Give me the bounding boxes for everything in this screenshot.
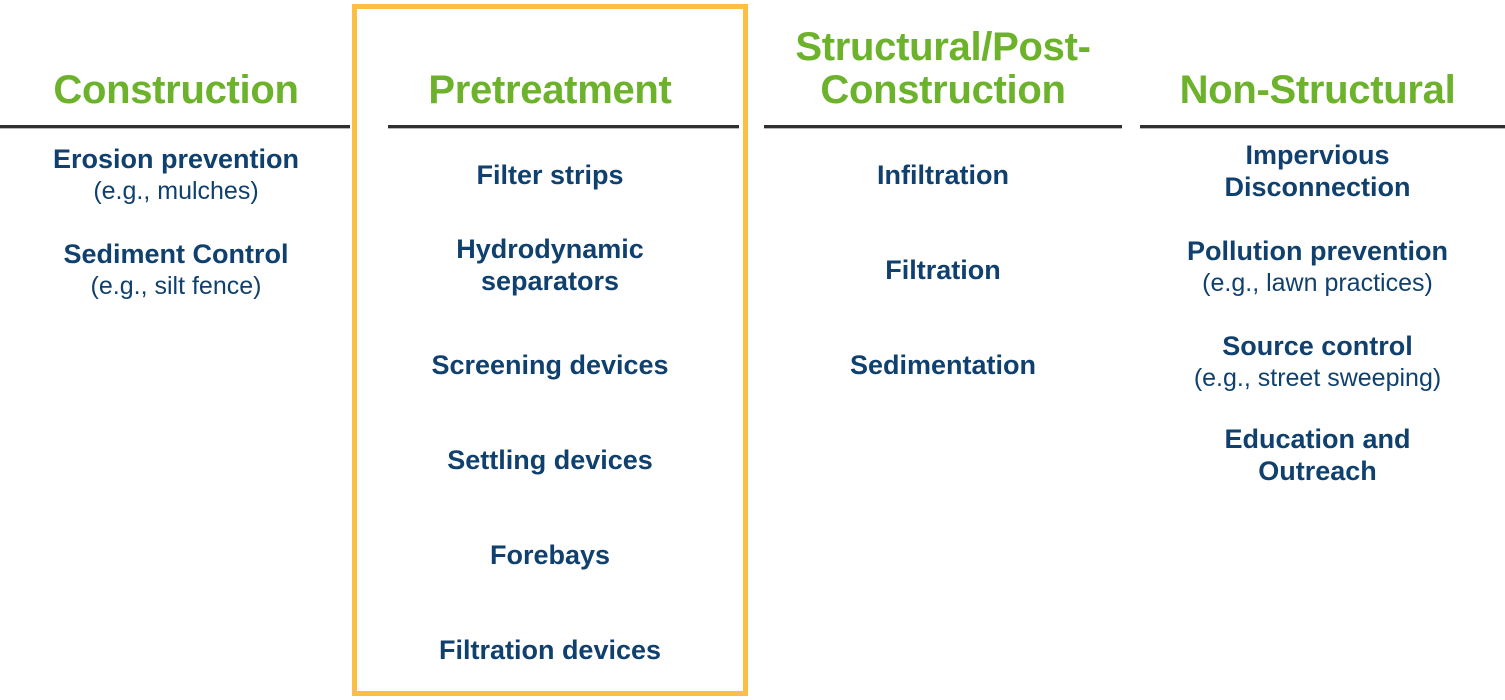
- item-title: Infiltration: [877, 160, 1009, 190]
- item-title: Erosion prevention: [52, 144, 300, 174]
- list-item: Erosion prevention (e.g., mulches): [0, 144, 352, 206]
- item-subtitle: (e.g., mulches): [93, 176, 259, 205]
- item-subtitle: (e.g., street sweeping): [1193, 363, 1442, 392]
- list-item: Impervious Disconnection: [1130, 140, 1505, 204]
- item-title: Sediment Control: [63, 239, 289, 269]
- column-structural-post-construction: Structural/Post- Construction Infiltrati…: [756, 0, 1130, 700]
- list-item: Hydrodynamic separators: [352, 234, 748, 298]
- column-header-wrap: Non-Structural: [1130, 67, 1505, 112]
- list-item: Sediment Control (e.g., silt fence): [0, 239, 352, 301]
- list-item: Infiltration: [756, 160, 1130, 192]
- list-item: Source control (e.g., street sweeping): [1130, 331, 1505, 393]
- item-title: Source control: [1222, 331, 1413, 361]
- item-title: Hydrodynamic separators: [456, 234, 644, 296]
- column-construction: Construction Erosion prevention (e.g., m…: [0, 0, 352, 700]
- item-title: Education and Outreach: [1224, 424, 1411, 486]
- item-title: Sedimentation: [849, 350, 1037, 380]
- column-pretreatment: Pretreatment Filter strips Hydrodynamic …: [352, 0, 748, 700]
- item-title: Screening devices: [431, 350, 669, 380]
- list-item: Screening devices: [352, 350, 748, 382]
- item-subtitle: (e.g., silt fence): [90, 271, 262, 300]
- item-title: Forebays: [489, 540, 611, 570]
- list-item: Sedimentation: [756, 350, 1130, 382]
- header-divider-pretreatment: [388, 125, 739, 129]
- column-header-construction: Construction: [53, 67, 299, 112]
- list-item: Filtration devices: [352, 635, 748, 667]
- column-header-non-structural: Non-Structural: [1179, 67, 1456, 112]
- column-header-structural-post-construction: Structural/Post- Construction: [795, 24, 1091, 112]
- item-title: Filter strips: [476, 160, 624, 190]
- column-header-wrap: Structural/Post- Construction: [756, 24, 1130, 112]
- column-non-structural: Non-Structural Impervious Disconnection …: [1130, 0, 1505, 700]
- item-title: Pollution prevention: [1187, 236, 1448, 266]
- header-divider-non-structural: [1140, 125, 1505, 129]
- item-subtitle: (e.g., lawn practices): [1202, 268, 1433, 297]
- list-item: Settling devices: [352, 445, 748, 477]
- list-item: Filter strips: [352, 160, 748, 192]
- list-item: Forebays: [352, 540, 748, 572]
- column-header-pretreatment: Pretreatment: [428, 67, 672, 112]
- list-item: Filtration: [756, 255, 1130, 287]
- item-title: Settling devices: [447, 445, 653, 475]
- item-title: Filtration: [885, 255, 1001, 285]
- list-item: Education and Outreach: [1130, 424, 1505, 488]
- header-divider-structural-post-construction: [764, 125, 1122, 129]
- header-divider-construction: [0, 125, 350, 129]
- item-title: Filtration devices: [438, 635, 662, 665]
- list-item: Pollution prevention (e.g., lawn practic…: [1130, 236, 1505, 298]
- item-title: Impervious Disconnection: [1224, 140, 1411, 202]
- column-header-wrap: Pretreatment: [352, 67, 748, 112]
- column-header-wrap: Construction: [0, 67, 352, 112]
